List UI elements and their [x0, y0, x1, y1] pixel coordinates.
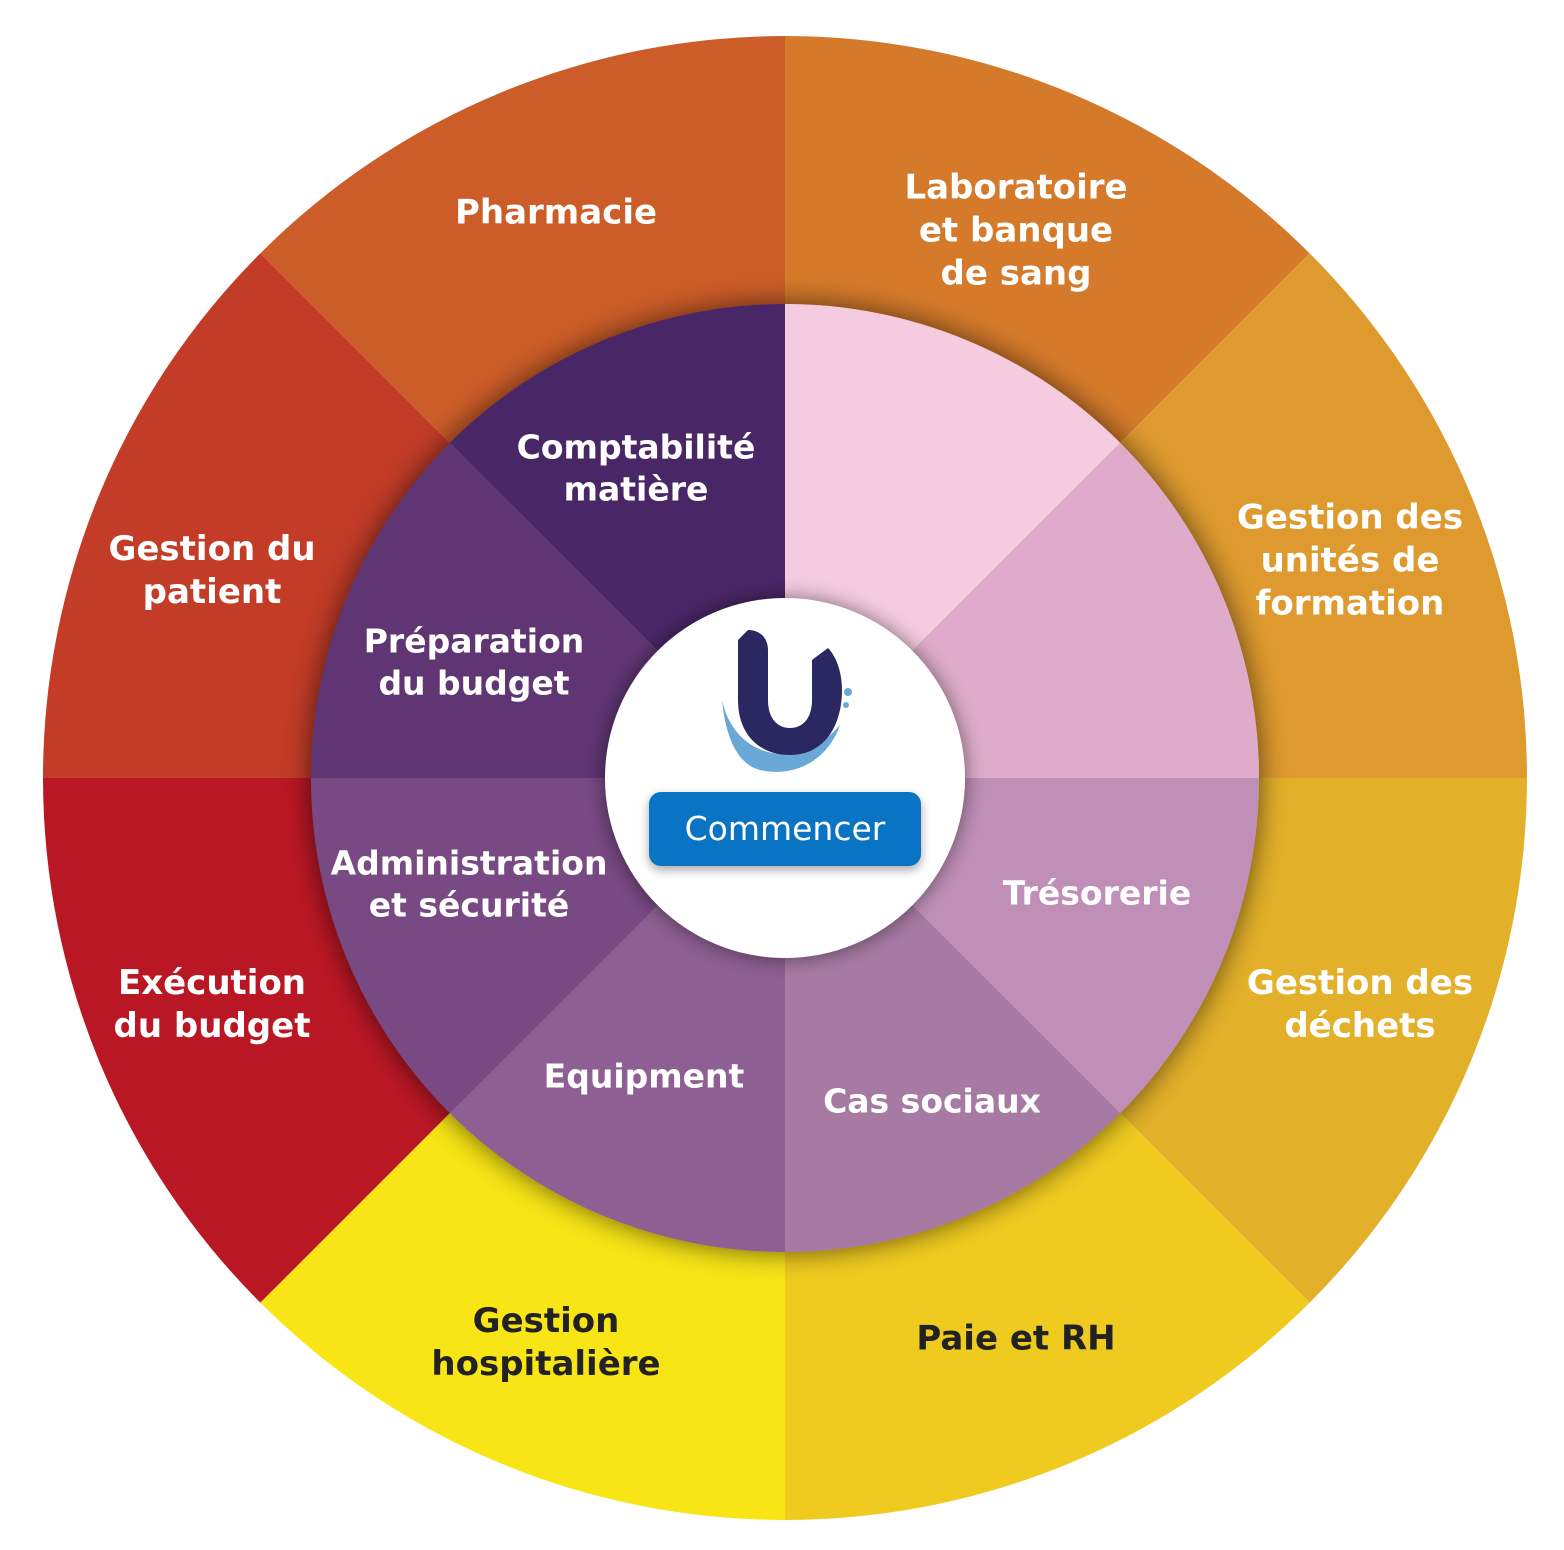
logo-u-shape: [738, 630, 842, 755]
inner-segment-inner-right-upper[interactable]: [910, 442, 1259, 778]
inner-label-cas-sociaux: Cas sociaux: [823, 1082, 1041, 1121]
outer-segment-execution-budget[interactable]: [43, 778, 452, 1303]
inner-segment-administration[interactable]: [311, 778, 660, 1114]
inner-segment-comptabilite[interactable]: [449, 304, 785, 653]
inner-segment-tresorerie[interactable]: [910, 778, 1259, 1114]
logo-icon: [722, 630, 852, 772]
inner-segment-inner-top-right[interactable]: [785, 304, 1121, 653]
outer-segment-gestion-patient[interactable]: [43, 253, 452, 778]
outer-segment-dechets[interactable]: [1118, 778, 1527, 1303]
outer-segment-gestion-hospitaliere[interactable]: [260, 1111, 785, 1520]
outer-segment-pharmacie[interactable]: [260, 36, 785, 445]
inner-segment-cas-sociaux[interactable]: [785, 903, 1121, 1252]
inner-label-tresorerie: Trésorerie: [1003, 874, 1191, 913]
center-disc: [605, 598, 965, 958]
logo-dot: [843, 702, 849, 708]
inner-segment-preparation-budget[interactable]: [311, 442, 660, 778]
logo-dot: [844, 688, 852, 696]
inner-label-equipment: Equipment: [544, 1057, 745, 1096]
outer-segment-laboratoire[interactable]: [785, 36, 1310, 445]
logo-swoosh: [722, 700, 840, 772]
center-circle: [605, 598, 965, 958]
outer-segment-unites-formation[interactable]: [1118, 253, 1527, 778]
outer-segment-paie-rh[interactable]: [785, 1111, 1310, 1520]
inner-segment-equipment[interactable]: [449, 903, 785, 1252]
start-button[interactable]: Commencer: [649, 792, 921, 866]
outer-label-pharmacie: Pharmacie: [455, 193, 657, 233]
outer-label-paie-rh: Paie et RH: [916, 1319, 1115, 1359]
